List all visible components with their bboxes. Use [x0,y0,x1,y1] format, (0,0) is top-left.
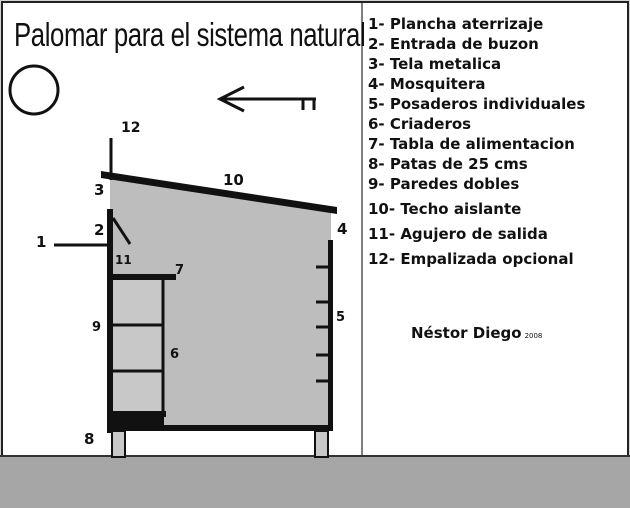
legend-item: 10- Techo aislante [368,200,522,218]
floor [108,425,333,431]
callout-8: 8 [84,430,95,448]
legend-item: 2- Entrada de buzon [368,35,539,53]
right-wall [328,240,333,430]
roof [101,171,337,214]
nest-box-column [113,280,163,412]
floor-base [112,414,164,426]
legend-item: 11- Agujero de salida [368,225,548,243]
feeding-board [112,274,176,280]
callout-3: 3 [94,181,105,199]
leg-right [314,430,329,458]
callout-9: 9 [92,320,102,335]
legend-item: 12- Empalizada opcional [368,250,574,268]
legend-item: 1- Plancha aterrizaje [368,15,544,33]
legend-list: 1- Plancha aterrizaje 2- Entrada de buzo… [368,14,585,269]
house-body [110,178,331,428]
legend-item: 5- Posaderos individuales [368,95,586,113]
callout-12: 12 [121,120,141,136]
legend-item: 3- Tela metalica [368,55,502,73]
perches [316,265,330,383]
callout-6: 6 [170,347,180,362]
trap-flap [111,217,132,245]
callout-5: 5 [336,310,346,325]
legend-item: 4- Mosquitera [368,75,486,93]
legend-item: 9- Paredes dobles [368,175,520,193]
diagram-title: Palomar para el sistema natural [14,16,366,53]
callout-1: 1 [36,233,47,251]
callout-4: 4 [337,220,348,238]
legend-item: 8- Patas de 25 cms [368,155,528,173]
callout-10: 10 [223,171,244,189]
callout-7: 7 [175,263,185,278]
author-year: 2008 [524,332,543,340]
left-wall [107,209,113,433]
ground [0,456,630,508]
callout-2: 2 [94,221,105,239]
legend-item: 6- Criaderos [368,115,472,133]
leg-left [111,430,126,458]
author-name: Néstor Diego [411,324,522,342]
legend-item: 7- Tabla de alimentacion [368,135,575,153]
callout-11: 11 [115,253,132,267]
wind-arrow-icon [216,85,316,113]
sun-icon [8,64,60,116]
nest-boxes [113,280,166,417]
